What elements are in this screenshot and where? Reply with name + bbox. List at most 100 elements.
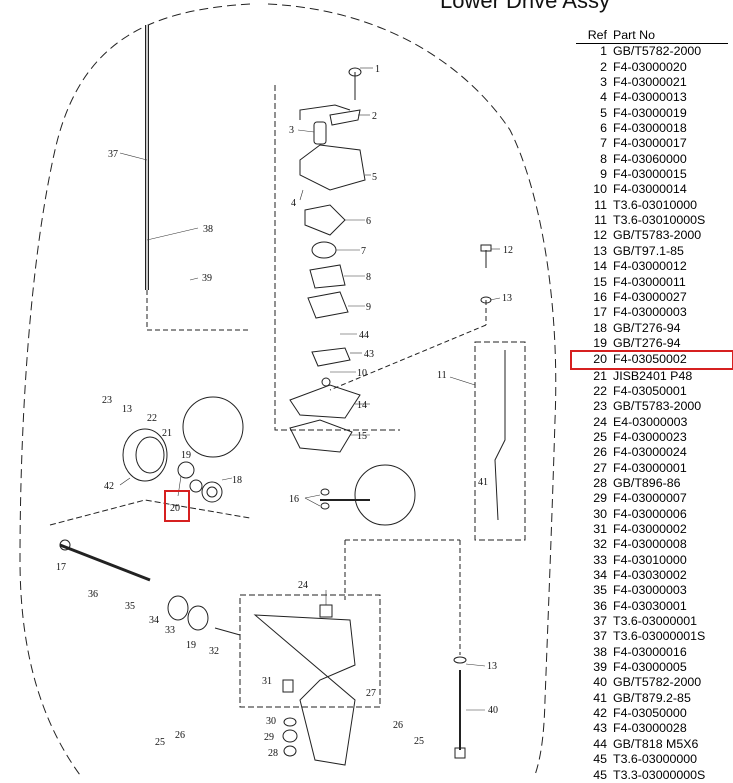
cell-part-no: F4-03000005	[613, 660, 687, 675]
cell-ref: 41	[593, 690, 607, 705]
cell-part-no: F4-03030002	[613, 568, 687, 583]
cell-ref: 15	[593, 274, 607, 289]
cell-part-no: F4-03050002	[613, 352, 687, 367]
cell-ref: 3	[600, 75, 607, 90]
callout-13: 13	[502, 293, 512, 304]
callout-37: 37	[108, 149, 118, 160]
cell-part-no: T3.6-03000001S	[613, 629, 706, 644]
callout-24: 24	[298, 580, 308, 591]
callout-12: 12	[503, 245, 513, 256]
cell-ref: 23	[593, 399, 607, 414]
callout-11: 11	[437, 370, 447, 381]
cell-part-no: F4-03050001	[613, 383, 687, 398]
cell-ref: 24	[593, 414, 607, 429]
callout-44: 44	[359, 330, 369, 341]
callout-16: 16	[289, 494, 299, 505]
cell-ref: 34	[593, 568, 607, 583]
table-row[interactable]: 34 F4-03030002	[576, 568, 728, 583]
cell-part-no: GB/T276-94	[613, 335, 681, 350]
cell-part-no: F4-03000024	[613, 445, 687, 460]
callout-23: 23	[102, 395, 112, 406]
cell-part-no: JISB2401 P48	[613, 368, 693, 383]
cell-ref: 14	[593, 259, 607, 274]
cell-ref: 19	[593, 335, 607, 350]
cell-ref: 7	[600, 136, 607, 151]
cell-ref: 39	[593, 660, 607, 675]
callout-8: 8	[366, 272, 371, 283]
cell-part-no: T3.6-03000000	[613, 752, 698, 767]
callout-30: 30	[266, 716, 276, 727]
cell-ref: 27	[593, 460, 607, 475]
callout-29: 29	[264, 732, 274, 743]
callout-labels: 1 2 3 4 5 6 7 8 9 44 43 10 14 15 11 12 1…	[56, 64, 513, 759]
callout-42: 42	[104, 481, 114, 492]
table-row[interactable]: 45 T3.6-03000000	[576, 752, 728, 767]
cell-ref: 21	[593, 368, 607, 383]
callout-2: 2	[372, 111, 377, 122]
cell-ref: 2	[600, 59, 607, 74]
cell-ref: 28	[593, 475, 607, 490]
callout-19b: 19	[186, 640, 196, 651]
cell-ref: 25	[593, 429, 607, 444]
table-row[interactable]: 39 F4-03000005	[576, 660, 728, 675]
cell-part-no: GB/T818 M5X6	[613, 736, 699, 751]
table-row[interactable]: 21 JISB2401 P48	[576, 369, 728, 384]
callout-10: 10	[357, 368, 367, 379]
callout-35: 35	[125, 601, 135, 612]
cell-ref: 42	[593, 706, 607, 721]
callout-41: 41	[478, 477, 488, 488]
cell-ref: 12	[593, 228, 607, 243]
cell-ref: 31	[593, 522, 607, 536]
cell-ref: 45	[593, 752, 607, 767]
table-row[interactable]: 19 GB/T276-94	[576, 336, 728, 351]
callout-25b: 25	[414, 736, 424, 747]
cell-ref: 1	[600, 44, 607, 59]
callout-13c: 13	[487, 661, 497, 672]
cell-part-no: GB/T5782-2000	[613, 44, 702, 59]
table-row[interactable]: 1 GB/T5782-2000	[576, 44, 728, 59]
